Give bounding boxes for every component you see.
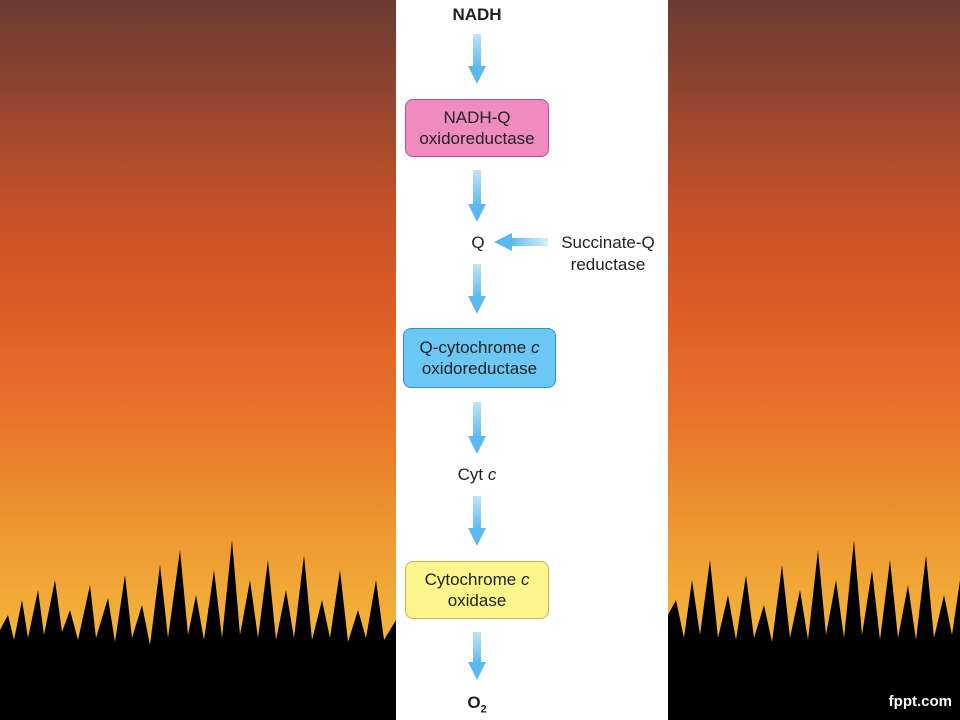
complex4-line2: oxidase (447, 591, 507, 610)
arrow-complex1-to-q (468, 170, 486, 222)
q-cytochrome-c-oxidoreductase-box: Q-cytochrome c oxidoreductase (403, 328, 556, 388)
complex1-line1: NADH-Q (443, 108, 511, 127)
complex3-line1: Q-cytochrome c (419, 338, 540, 357)
brand-watermark: fppt.com (888, 693, 952, 710)
arrow-nadh-to-complex1 (468, 34, 486, 84)
cyt-c-label: Cyt c (457, 465, 497, 484)
nadh-q-oxidoreductase-box: NADH-Q oxidoreductase (405, 99, 549, 157)
succinate-q-reductase-label: Succinate-Q reductase (548, 232, 668, 276)
q-label: Q (471, 233, 485, 252)
cytochrome-c-oxidase-box: Cytochrome c oxidase (405, 561, 549, 619)
arrow-q-to-complex3 (468, 264, 486, 314)
complex3-line2: oxidoreductase (421, 359, 538, 378)
arrow-succinate-to-q (494, 233, 548, 251)
nadh-label: NADH (452, 5, 502, 24)
grass-silhouette (0, 540, 960, 720)
o2-label: O2 (467, 693, 487, 716)
succinate-line1: Succinate-Q (561, 233, 655, 252)
complex4-line1: Cytochrome c (424, 570, 530, 589)
arrow-complex3-to-cyt (468, 402, 486, 454)
arrow-cyt-to-complex4 (468, 496, 486, 546)
complex1-line2: oxidoreductase (419, 129, 535, 148)
arrow-complex4-to-o2 (468, 632, 486, 680)
succinate-line2: reductase (570, 255, 646, 274)
